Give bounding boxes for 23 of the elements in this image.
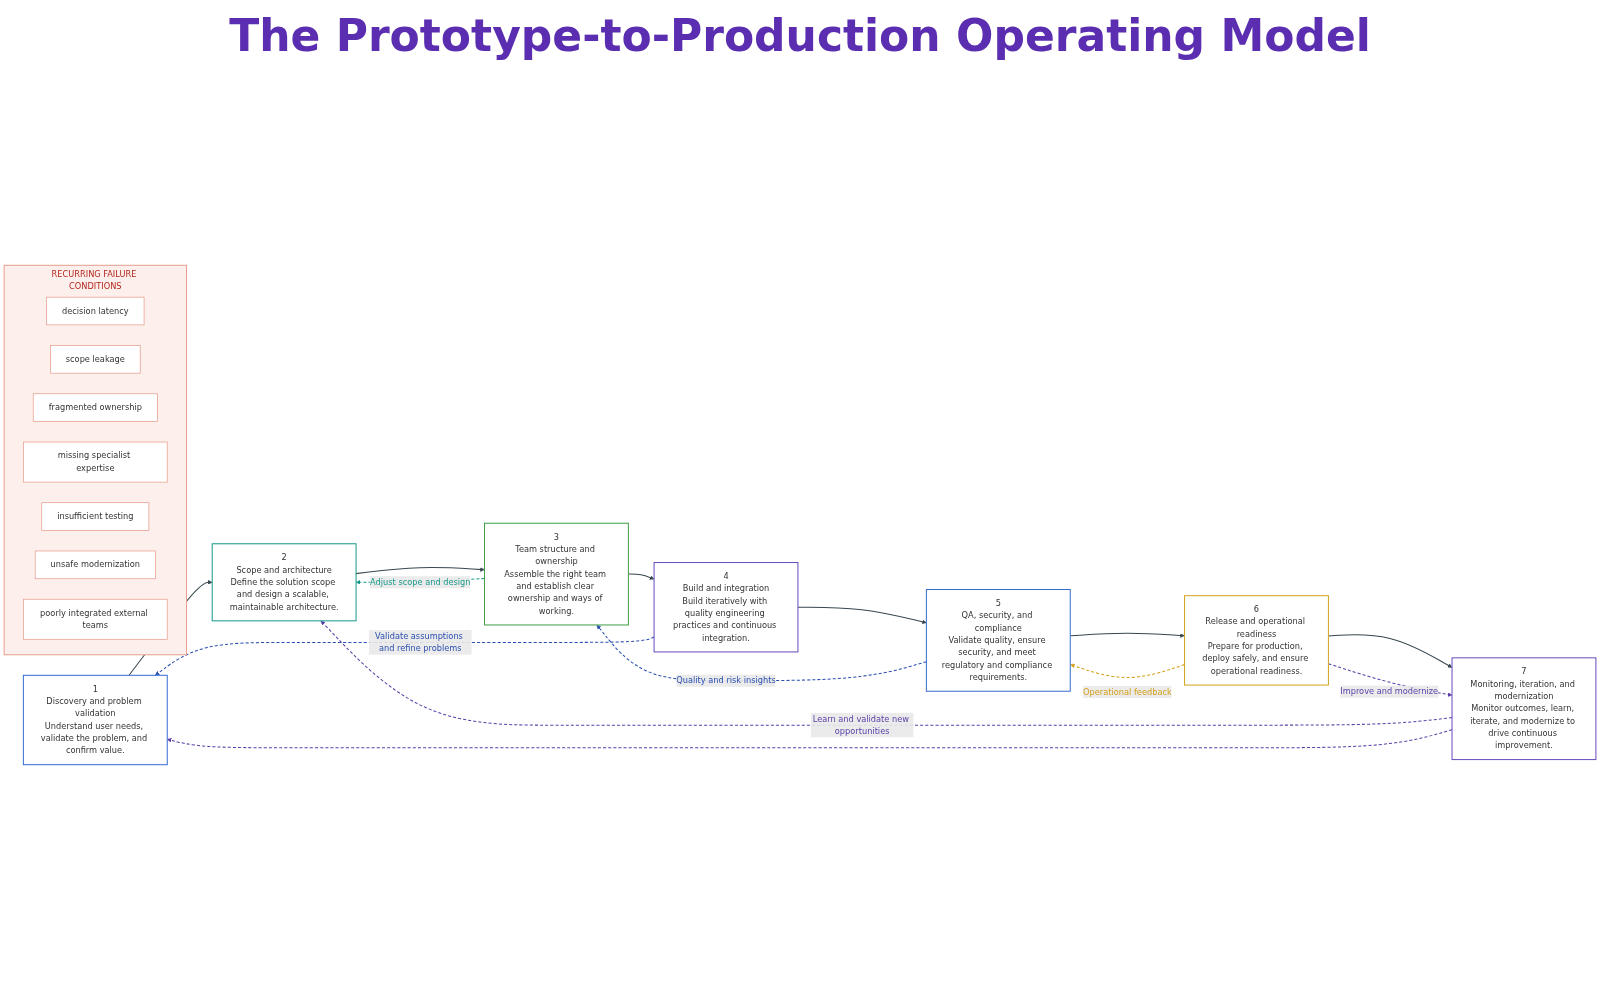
edge-label: Learn and validate new opportunities [812,713,909,736]
node-box: 4 Build and integration Build iteratively with quality engineering practices and continuous integration. [653,562,799,653]
node-box: poorly integrated external teams [23,598,168,640]
diagram-title: The Prototype-to-Production Operating Model [228,10,1372,61]
edge-label: Quality and risk insights [676,675,776,686]
node-box: fragmented ownership [32,393,158,422]
node-box: 1 Discovery and problem validation Understand user needs, validate the problem, and confirm value. [22,674,168,766]
node-box: insufficient testing [41,502,150,531]
arrow [167,729,1453,749]
node-box: 6 Release and operational readiness Prepare for production, deploy safely, and ensure operational readiness. [1184,595,1329,686]
edge-label: Validate assumptions and refine problems [375,631,463,654]
node-box: unsafe modernization [34,550,156,580]
node-box: 2 Scope and architecture Define the solution scope and design a scalable, maintainable architecture. [211,543,357,622]
node-box: decision latency [46,296,145,326]
node-box: 7 Monitoring, iteration, and modernization Monitor outcomes, learn, iterate, and modernize to drive continuous improvement. [1451,657,1597,761]
node-box: scope leakage [50,345,141,374]
edge-label: Improve and modernize [1340,686,1439,697]
node-box: 5 QA, security, and compliance Validate quality, ensure security, and meet regulatory and compliance requirements. [925,589,1071,692]
arrow [797,606,927,625]
node-box: 3 Team structure and ownership Assemble the right team and establish clear ownership and ways of working. [484,522,629,626]
edge-label: Operational feedback [1083,686,1172,697]
edge-label: Adjust scope and design [370,577,471,587]
node-box: missing specialist expertise [23,441,168,483]
